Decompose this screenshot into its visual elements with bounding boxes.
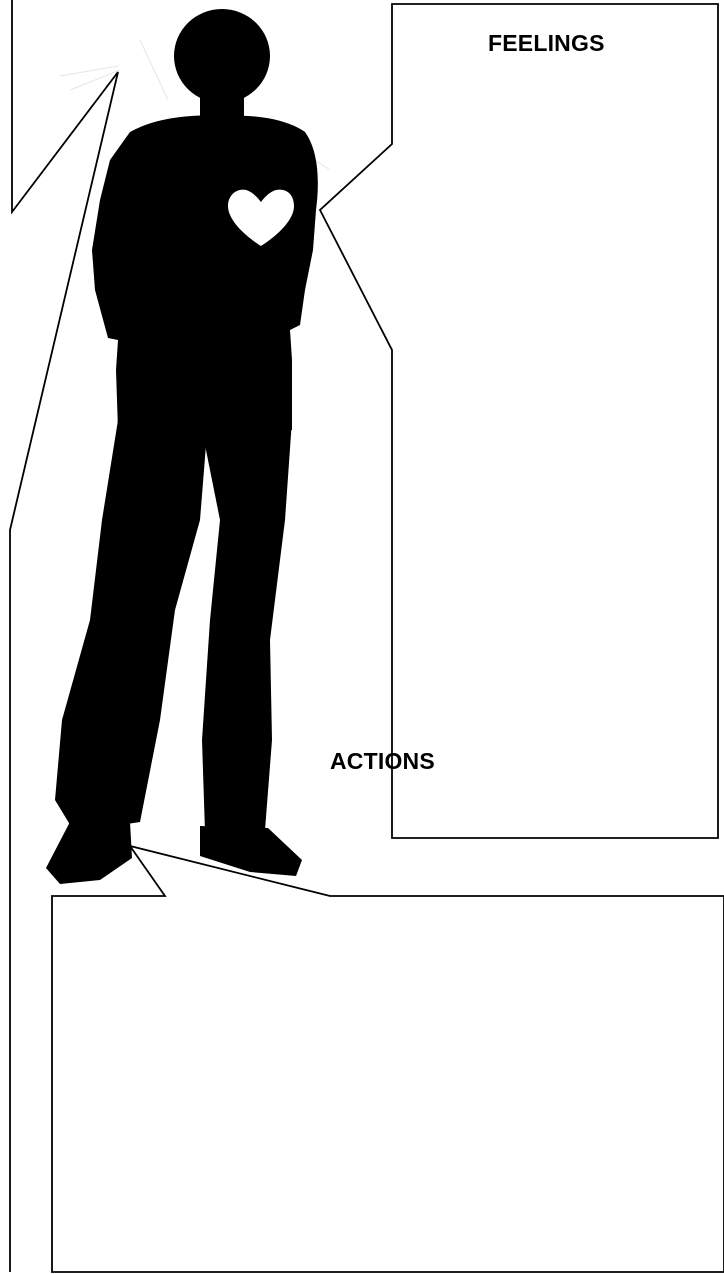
feelings-box-title: FEELINGS bbox=[488, 30, 605, 57]
person-silhouette-icon bbox=[46, 9, 318, 884]
feelings-callout-box bbox=[320, 4, 718, 838]
actions-callout-box bbox=[52, 846, 724, 1272]
actions-box-title: ACTIONS bbox=[330, 748, 435, 775]
